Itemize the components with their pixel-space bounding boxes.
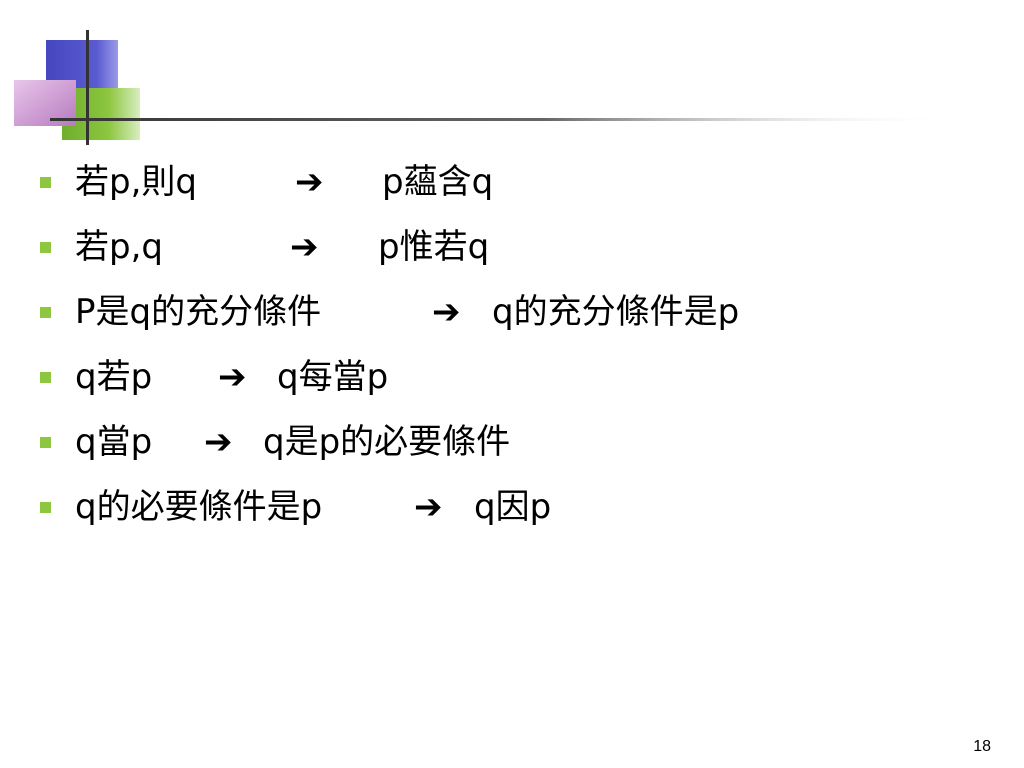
green-square-bullet-icon	[40, 502, 51, 513]
item-left-text: P是q的充分條件	[75, 292, 322, 332]
green-square-bullet-icon	[40, 177, 51, 188]
green-square-bullet-icon	[40, 307, 51, 318]
arrow-icon: ➔	[218, 357, 247, 397]
arrow-icon: ➔	[414, 487, 443, 527]
item-left-text: 若p,q	[75, 227, 163, 267]
item-right-text: q因p	[474, 487, 552, 527]
vertical-line-decoration	[86, 30, 89, 145]
slide-number: 18	[973, 738, 991, 755]
green-square-bullet-icon	[40, 372, 51, 383]
item-left-text: q若p	[75, 357, 153, 397]
item-right-text: p蘊含q	[382, 162, 494, 202]
green-square-bullet-icon	[40, 242, 51, 253]
horizontal-line-decoration	[50, 118, 950, 121]
item-right-text: q每當p	[277, 357, 389, 397]
item-right-text: p惟若q	[378, 227, 490, 267]
item-left-text: q的必要條件是p	[75, 487, 323, 527]
item-left-text: q當p	[75, 422, 153, 462]
arrow-icon: ➔	[432, 292, 461, 332]
arrow-icon: ➔	[290, 227, 319, 267]
green-square-bullet-icon	[40, 437, 51, 448]
arrow-icon: ➔	[295, 162, 324, 202]
arrow-icon: ➔	[204, 422, 233, 462]
title-decoration	[14, 30, 950, 145]
item-right-text: q是p的必要條件	[263, 422, 511, 462]
item-right-text: q的充分條件是p	[492, 292, 740, 332]
item-left-text: 若p,則q	[75, 162, 197, 202]
